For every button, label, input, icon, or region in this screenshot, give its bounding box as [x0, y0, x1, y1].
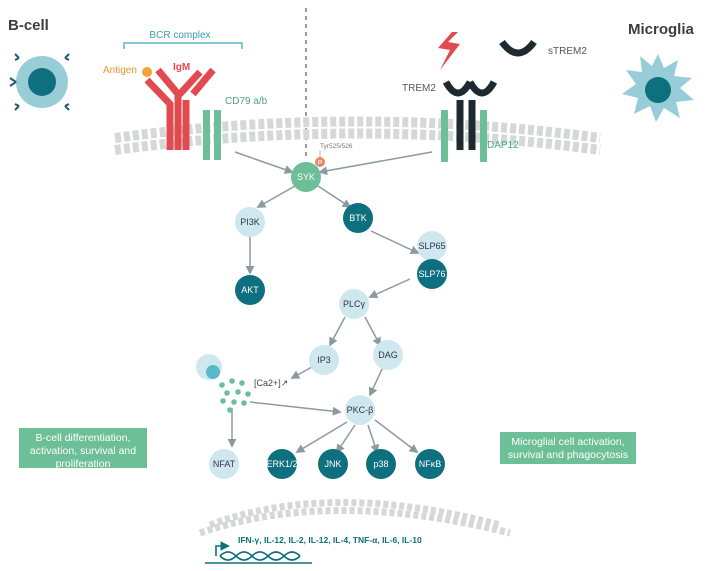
phospho-badge: P [315, 157, 325, 167]
antigen-label: Antigen [103, 65, 137, 76]
svg-text:p38: p38 [373, 459, 388, 469]
pathway-arrows [227, 151, 433, 454]
svg-text:SLP65: SLP65 [418, 241, 445, 251]
igm-label: IgM [173, 62, 190, 73]
node-erk: ERK1/2 [266, 449, 298, 479]
svg-text:ERK1/2: ERK1/2 [266, 459, 297, 469]
node-dag: DAG [373, 340, 403, 370]
svg-text:P: P [318, 160, 323, 167]
node-plc: PLCγ [339, 289, 369, 319]
lightning-icon [438, 32, 460, 70]
trem2-label: TREM2 [402, 83, 436, 94]
calcium-dots [219, 378, 251, 413]
svg-text:PLCγ: PLCγ [343, 299, 366, 309]
node-slp65: SLP65 [417, 231, 447, 261]
cd79-label: CD79 a/b [225, 96, 268, 107]
node-btk: BTK [343, 203, 373, 233]
strem2-icon [499, 39, 537, 57]
svg-text:NFκB: NFκB [419, 459, 442, 469]
trem2-receptor-icon [442, 80, 498, 150]
node-nfat: NFAT [209, 449, 239, 479]
svg-text:DAG: DAG [378, 350, 398, 360]
bcell-outcome-box: B-cell differentiation, activation, surv… [19, 428, 147, 470]
bcell-icon [9, 53, 70, 111]
nuclear-membrane [198, 499, 511, 537]
svg-text:IP3: IP3 [317, 355, 331, 365]
igm-receptor-icon [144, 67, 216, 150]
node-pkc: PKC-β [345, 395, 375, 425]
svg-text:SYK: SYK [297, 172, 315, 182]
bcr-complex-label: BCR complex [149, 30, 210, 41]
svg-text:BTK: BTK [349, 213, 367, 223]
svg-text:NFAT: NFAT [213, 459, 236, 469]
node-p38: p38 [366, 449, 396, 479]
cd79-receptor-icon [203, 110, 221, 160]
node-syk: SYK [291, 162, 321, 192]
node-akt: AKT [235, 275, 265, 305]
dna-icon [205, 541, 312, 564]
dap12-icon [441, 110, 487, 162]
svg-text:JNK: JNK [324, 459, 341, 469]
tyr-label: Tyr525/526 [320, 143, 353, 150]
node-slp76: SLP76 [417, 259, 447, 289]
node-nfkb: NFκB [415, 449, 445, 479]
antigen-icon [142, 67, 152, 77]
dap12-label: DAP12 [487, 140, 519, 151]
strem2-label: sTREM2 [548, 46, 587, 57]
bcell-title: B-cell [8, 17, 49, 34]
svg-text:PKC-β: PKC-β [347, 405, 374, 415]
bcr-bracket [123, 42, 243, 49]
node-ip3: IP3 [309, 345, 339, 375]
microglia-icon [622, 54, 694, 122]
gene-list-label: IFN-γ, IL-12, IL-2, IL-12, IL-4, TNF-α, … [238, 535, 422, 545]
node-pi3k: PI3K [235, 207, 265, 237]
node-jnk: JNK [318, 449, 348, 479]
calcium-label: [Ca2+]↗ [254, 378, 288, 388]
er-icon [196, 354, 222, 380]
svg-text:PI3K: PI3K [240, 217, 260, 227]
microglia-title: Microglia [628, 21, 695, 38]
svg-text:SLP76: SLP76 [418, 269, 445, 279]
microglia-outcome-box: Microglial cell activation, survival and… [500, 432, 636, 464]
svg-text:AKT: AKT [241, 285, 259, 295]
